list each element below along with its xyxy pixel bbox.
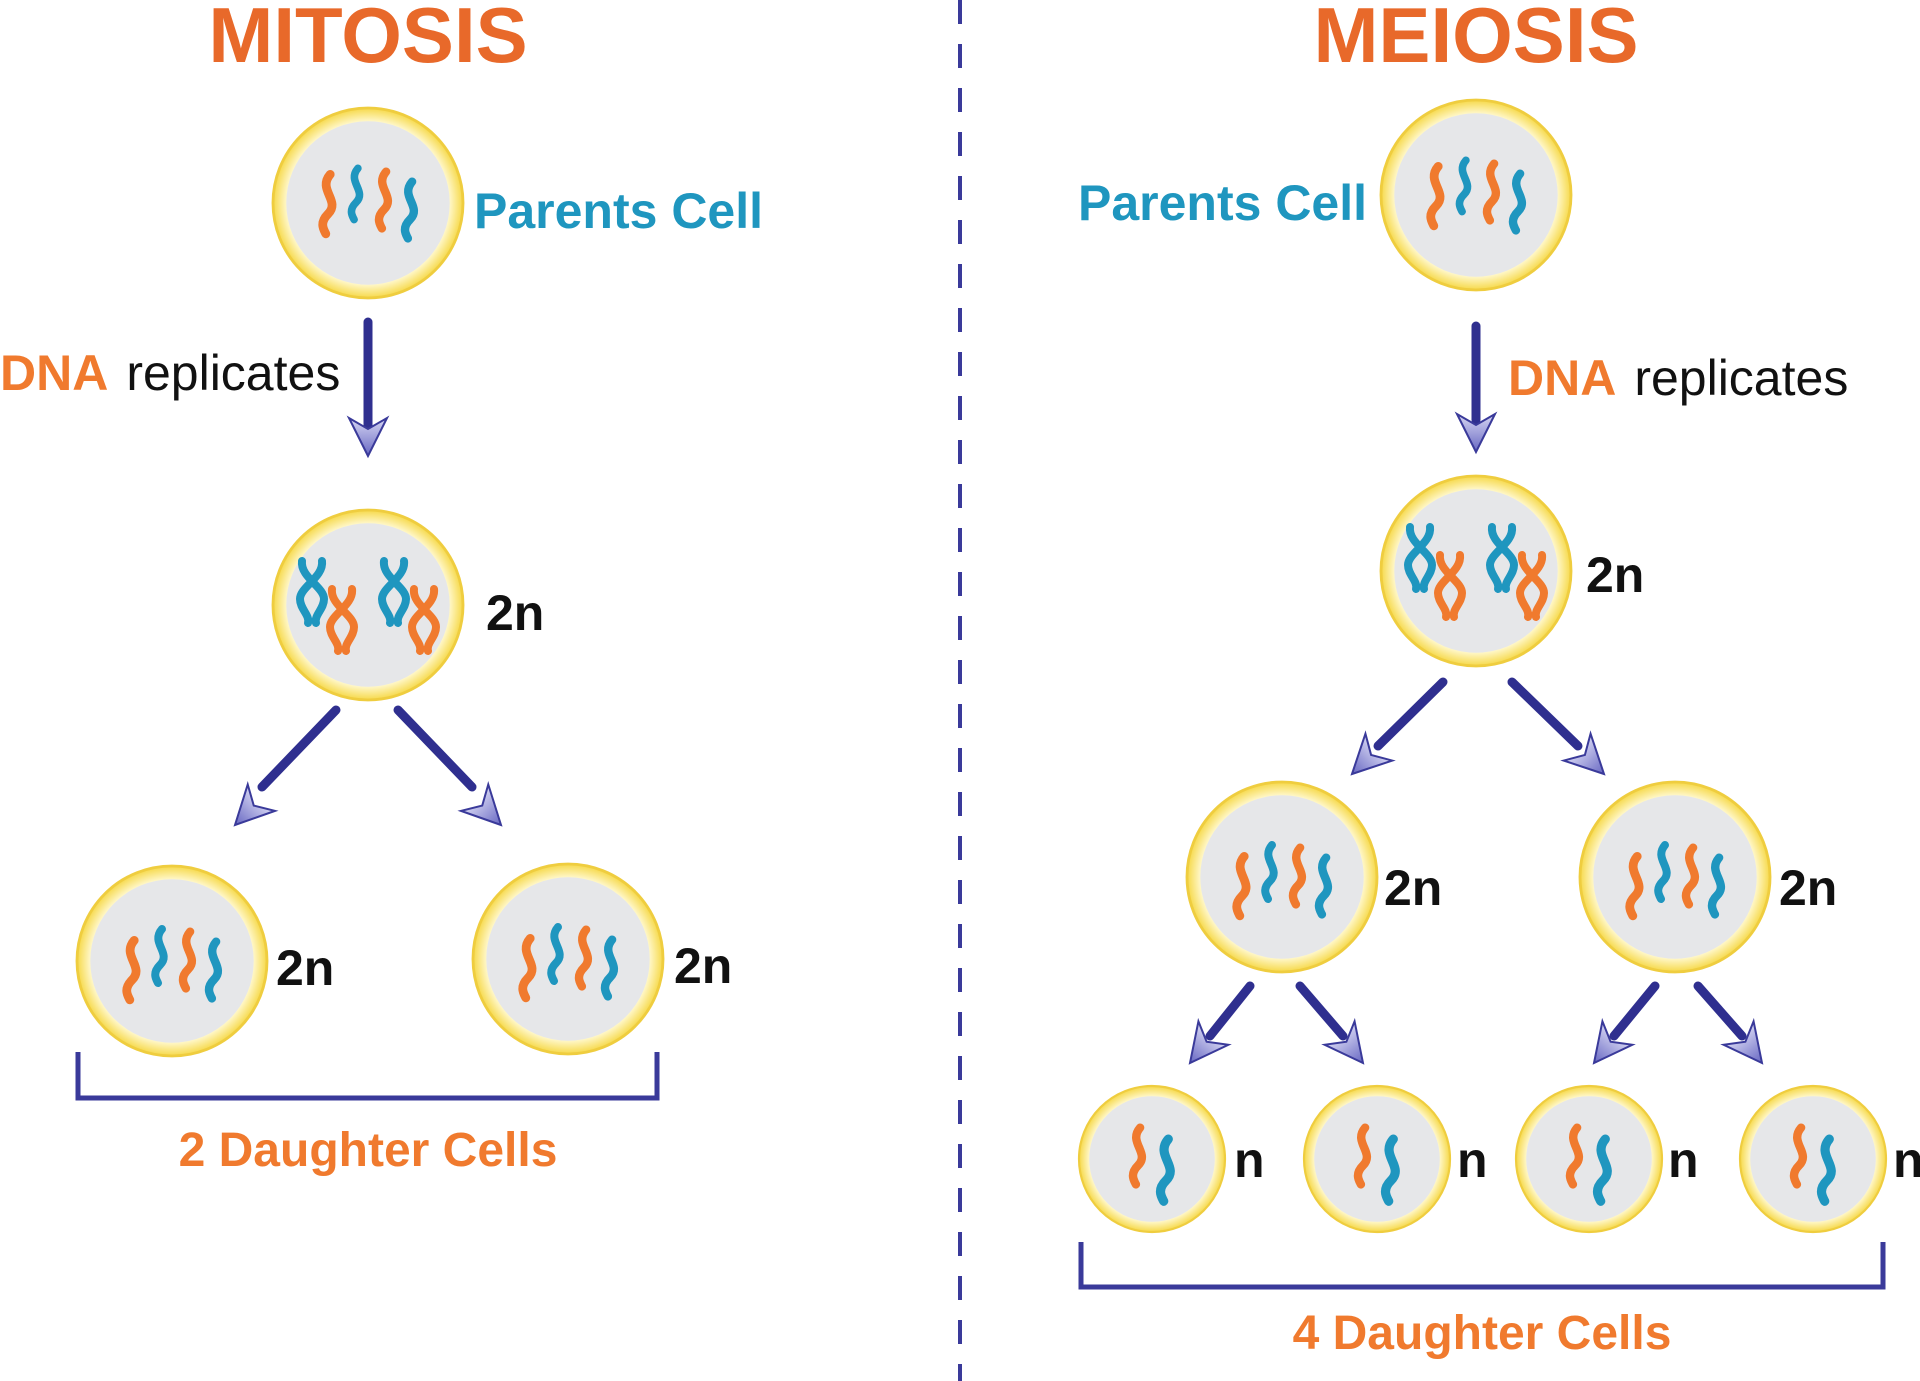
meiosis-title: MEIOSIS (1313, 0, 1638, 79)
meiosis-mid-cell-left (1187, 782, 1377, 972)
mitosis-split-arrow-left (220, 705, 341, 840)
mitosis-title: MITOSIS (208, 0, 527, 79)
meiosis-mid-cell-right (1580, 782, 1770, 972)
mitosis-replicated-cell (273, 510, 463, 700)
meiosis-final-ploidy-3: n (1668, 1132, 1699, 1188)
meiosis-replicate-arrow (1456, 321, 1496, 453)
mitosis-split-arrow-right (393, 705, 516, 840)
mitosis-daughter-label: 2 Daughter Cells (179, 1124, 558, 1177)
meiosis-replicated-cell (1381, 476, 1571, 666)
meiosis-final-cell-4 (1740, 1086, 1886, 1232)
meiosis-final-cell-3 (1516, 1086, 1662, 1232)
mitosis-daughter-left-ploidy: 2n (276, 940, 334, 996)
meiosis-arrow-3 (1578, 981, 1660, 1076)
meiosis-final-ploidy-2: n (1457, 1132, 1488, 1188)
mitosis-daughter-right-ploidy: 2n (674, 938, 732, 994)
meiosis-final-ploidy-1: n (1234, 1132, 1265, 1188)
meiosis-dna-word: DNA (1508, 350, 1616, 406)
meiosis-bracket (1078, 1242, 1886, 1290)
meiosis-replicates-label: DNA replicates (1508, 350, 1848, 406)
meiosis-split-arrow-left (1337, 677, 1448, 789)
mitosis-replicated-ploidy: 2n (486, 585, 544, 641)
mitosis-parent-cell (273, 108, 463, 298)
meiosis-mid-right-ploidy: 2n (1779, 860, 1837, 916)
meiosis-split-arrow-right (1507, 677, 1619, 789)
meiosis-final-cell-1 (1079, 1086, 1225, 1232)
meiosis-final-cell-2 (1304, 1086, 1450, 1232)
meiosis-final-ploidy-4: n (1893, 1132, 1920, 1188)
meiosis-mid-left-ploidy: 2n (1384, 860, 1442, 916)
mitosis-dna-word: DNA (0, 345, 108, 401)
meiosis-arrow-4 (1693, 981, 1778, 1076)
mitosis-replicates-word: replicates (126, 345, 340, 401)
meiosis-replicates-word: replicates (1634, 350, 1848, 406)
mitosis-replicates-label: DNA replicates (0, 345, 340, 401)
mitosis-daughter-cell-right (473, 864, 663, 1054)
meiosis-parent-cell (1381, 100, 1571, 290)
meiosis-parent-label: Parents Cell (1078, 175, 1367, 231)
meiosis-daughter-label: 4 Daughter Cells (1293, 1307, 1672, 1360)
meiosis-arrow-2 (1295, 981, 1379, 1076)
mitosis-parent-label: Parents Cell (474, 183, 763, 239)
meiosis-arrow-1 (1174, 981, 1255, 1076)
meiosis-replicated-ploidy: 2n (1586, 547, 1644, 603)
mitosis-bracket (75, 1052, 660, 1101)
mitosis-daughter-cell-left (77, 866, 267, 1056)
mitosis-replicate-arrow (348, 317, 388, 457)
